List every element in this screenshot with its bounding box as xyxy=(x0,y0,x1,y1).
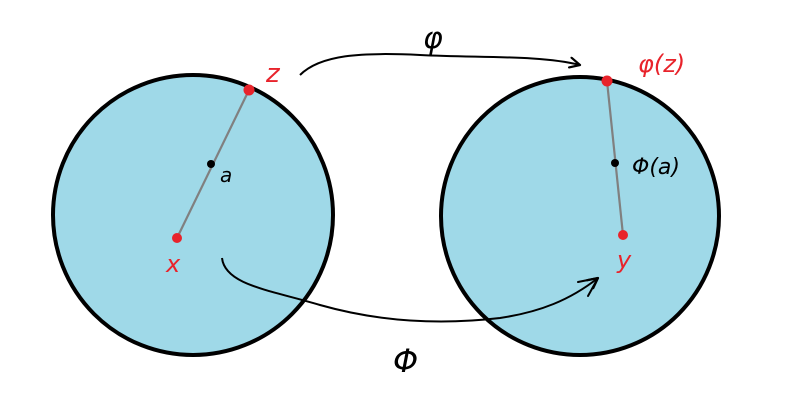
label-phi-z: φ(z) xyxy=(638,50,685,78)
right-disk xyxy=(439,75,721,357)
label-z: z xyxy=(265,59,281,89)
point-a xyxy=(207,160,215,168)
label-y: y xyxy=(616,246,632,274)
label-Phi-a: Φ(a) xyxy=(632,155,680,180)
point-y xyxy=(618,230,628,240)
label-x: x xyxy=(165,250,181,278)
point-phi-z xyxy=(601,75,613,87)
right-segment xyxy=(605,80,625,236)
left-disk xyxy=(51,73,335,357)
phi-arrow xyxy=(299,53,580,76)
point-Phi-a xyxy=(611,159,619,167)
point-z xyxy=(243,84,255,96)
label-Phi: Φ xyxy=(393,342,418,380)
label-phi: φ xyxy=(423,21,443,56)
Phi-arrow xyxy=(221,257,598,323)
label-a: a xyxy=(220,163,232,187)
point-x xyxy=(172,233,182,243)
Phi-arrow-double-head xyxy=(577,277,599,297)
